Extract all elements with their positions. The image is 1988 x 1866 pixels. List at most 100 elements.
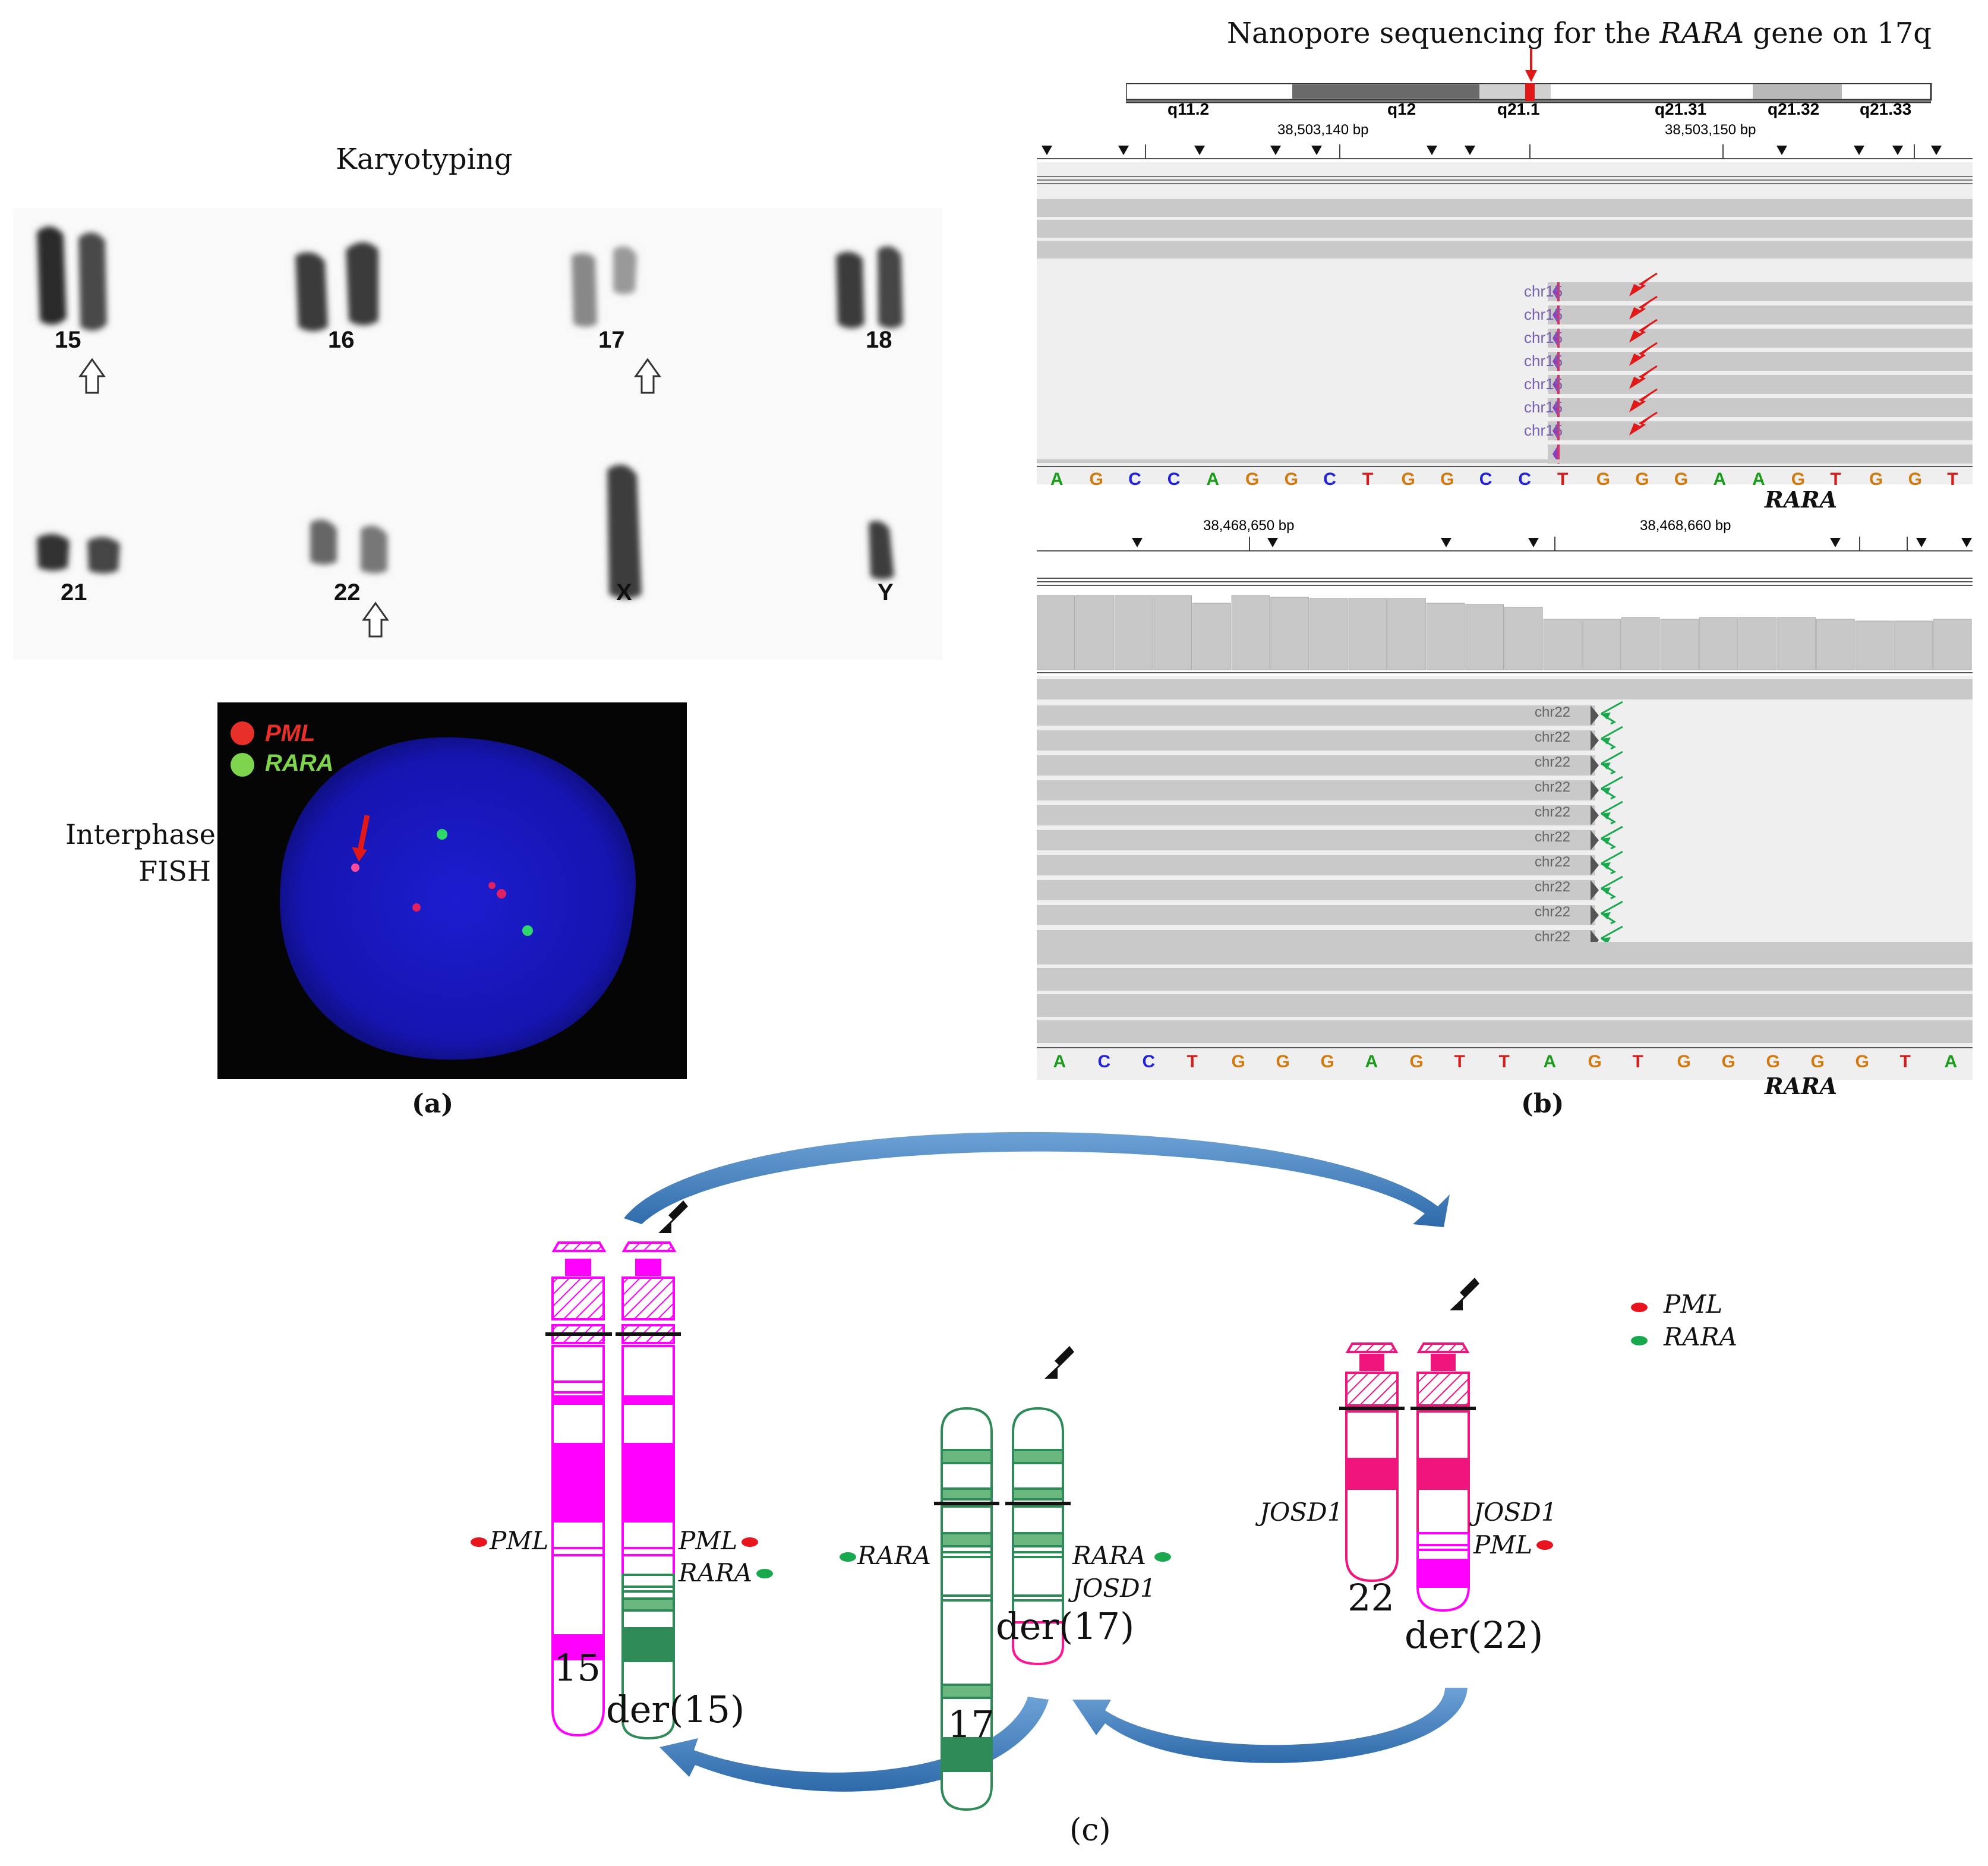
sequence-base: G <box>1440 469 1454 489</box>
panel-b-label: (b) <box>1521 1089 1564 1119</box>
sequence-base: G <box>1908 469 1922 489</box>
sequence-base: C <box>1142 1052 1156 1071</box>
sequence-base: A <box>1053 1052 1066 1071</box>
read-label: chr15 <box>1524 329 1563 346</box>
karyo-label-17: 17 <box>598 327 625 353</box>
karyo-label-22: 22 <box>334 579 361 606</box>
read-label: chr15 <box>1524 398 1563 416</box>
chrom-label-der15: der(15) <box>606 1688 745 1731</box>
nanopore-title-suffix: gene on 17q <box>1744 17 1932 50</box>
sequence-base: G <box>1596 469 1610 489</box>
sequence-base: T <box>1362 469 1374 489</box>
pml-legend-label: PML <box>265 720 315 746</box>
sequence-base: G <box>1320 1052 1334 1071</box>
read-label: chr22 <box>1535 729 1571 745</box>
pml-legend-dot <box>231 721 254 745</box>
sequence-base: T <box>1947 469 1958 489</box>
sequence-base: A <box>1944 1052 1958 1071</box>
sequence-base: C <box>1518 469 1531 489</box>
panel-a-label: (a) <box>412 1089 454 1119</box>
karyo-label-21: 21 <box>61 579 87 606</box>
translocation-diagram: PML PML RARA RARA RARA JOSD1 JOSD1 JOSD1… <box>0 1117 1988 1864</box>
igv-track-chr22-junction: 38,468,650 bp 38,468,660 bp chr22 chr22 … <box>1036 514 1973 1082</box>
read-label: chr15 <box>1524 282 1563 300</box>
coord-label-38503140: 38,503,140 bp <box>1277 122 1369 138</box>
sequence-base: T <box>1454 1052 1465 1071</box>
read-label: chr22 <box>1535 704 1571 720</box>
chrom-label-15: 15 <box>554 1646 601 1690</box>
sequence-base: G <box>1089 469 1103 489</box>
rara-legend-label: RARA <box>265 750 334 776</box>
karyo-label-15: 15 <box>55 327 81 353</box>
sequence-base: C <box>1323 469 1336 489</box>
gene-label-rara-der15: RARA <box>679 1558 752 1587</box>
gene-label-pml-15: PML <box>490 1526 549 1555</box>
band-label-q21-32: q21.32 <box>1768 100 1820 118</box>
chrom-label-17: 17 <box>948 1703 995 1746</box>
sequence-base: A <box>1752 469 1765 489</box>
sequence-base: G <box>1791 469 1806 489</box>
chrom-label-22: 22 <box>1348 1576 1394 1619</box>
gene-label-rara-der17: RARA <box>1072 1541 1146 1570</box>
gene-label-josd1-22: JOSD1 <box>1260 1498 1343 1527</box>
sequence-base: G <box>1855 1052 1869 1071</box>
read-label: chr22 <box>1535 829 1571 845</box>
fish-image: PML RARA <box>217 702 687 1079</box>
sequence-base: G <box>1674 469 1689 489</box>
gene-label-rara-17: RARA <box>857 1541 931 1570</box>
chrom-label-der17: der(17) <box>996 1605 1135 1648</box>
sequence-base: A <box>1050 469 1064 489</box>
coord-label-38468660: 38,468,660 bp <box>1640 518 1731 534</box>
chrom-label-der22: der(22) <box>1405 1613 1544 1657</box>
read-label: chr22 <box>1535 929 1571 945</box>
karyo-label-18: 18 <box>866 327 892 353</box>
sequence-base: C <box>1167 469 1181 489</box>
sequence-base: G <box>1677 1052 1691 1071</box>
gene-label-josd1-der17: JOSD1 <box>1072 1574 1156 1603</box>
sequence-base: G <box>1810 1052 1825 1071</box>
karyotyping-title: Karyotyping <box>336 143 513 176</box>
sequence-base: A <box>1543 1052 1557 1071</box>
sequence-base: G <box>1276 1052 1290 1071</box>
panel-c-label: (c) <box>1069 1813 1111 1848</box>
fish-label: Interphase FISH <box>65 816 216 890</box>
read-label: chr22 <box>1535 779 1571 795</box>
karyotype-image: 15 16 17 18 21 22 X Y <box>13 208 943 660</box>
fish-label-line2: FISH <box>138 855 211 887</box>
band-label-q21-1: q21.1 <box>1497 100 1540 118</box>
coord-label-38468650: 38,468,650 bp <box>1203 518 1295 534</box>
legend-rara-dot <box>1631 1336 1648 1345</box>
sequence-base: C <box>1479 469 1492 489</box>
sequence-base: G <box>1766 1052 1780 1071</box>
nanopore-title-prefix: Nanopore sequencing for the <box>1227 17 1660 50</box>
sequence-base: T <box>1557 469 1569 489</box>
sequence-base: T <box>1899 1052 1911 1071</box>
karyo-label-16: 16 <box>328 327 355 353</box>
sequence-base: C <box>1097 1052 1111 1071</box>
nanopore-title-gene: RARA <box>1659 17 1744 50</box>
sequence-base: A <box>1206 469 1219 489</box>
rara-legend-dot <box>231 753 254 777</box>
sequence-base: G <box>1588 1052 1602 1071</box>
read-label: chr15 <box>1524 305 1563 323</box>
sequence-base: G <box>1869 469 1883 489</box>
sequence-base: A <box>1365 1052 1378 1071</box>
nanopore-title: Nanopore sequencing for the RARA gene on… <box>1227 17 1932 50</box>
read-label: chr22 <box>1535 804 1571 820</box>
band-label-q21-31: q21.31 <box>1655 100 1707 118</box>
read-label: chr22 <box>1535 754 1571 770</box>
band-label-q11-2: q11.2 <box>1167 100 1210 118</box>
legend-pml-label: PML <box>1664 1290 1723 1319</box>
sequence-base: G <box>1231 1052 1245 1071</box>
sequence-base: T <box>1632 1052 1643 1071</box>
gene-label-rara-1: RARA <box>1765 486 1838 513</box>
sequence-base: T <box>1498 1052 1510 1071</box>
sequence-base: G <box>1409 1052 1424 1071</box>
sequence-base: C <box>1128 469 1141 489</box>
igv-track-chr15-junction: 38,503,140 bp 38,503,150 bp chr15 chr15 … <box>1037 122 1973 496</box>
read-label: chr15 <box>1524 375 1563 393</box>
chr17-ideogram <box>1125 82 1934 119</box>
gene-label-josd1-der22: JOSD1 <box>1473 1498 1557 1527</box>
